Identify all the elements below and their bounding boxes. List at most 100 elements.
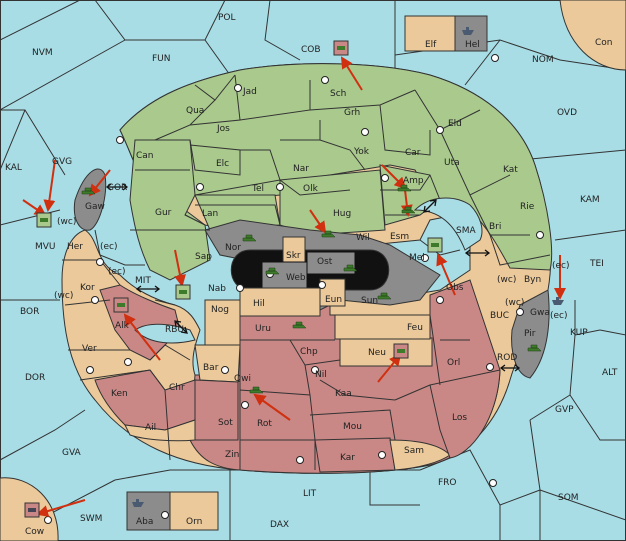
terr-label-feu: Feu — [407, 323, 423, 333]
island-label-cow: Cow — [25, 527, 44, 537]
sea-label-mit: MIT — [135, 276, 151, 286]
terr-label-ost: Ost — [317, 257, 333, 267]
terr-label-esm: Esm — [390, 232, 409, 242]
sea-label-mvu: MVU — [35, 242, 56, 252]
sea-label-ovd: OVD — [557, 108, 577, 118]
sea-label-rbu: RBU — [165, 325, 184, 335]
terr-label-eld: Eld — [448, 119, 462, 129]
terr-label-eun: Eun — [325, 295, 342, 305]
terr-label-qwi: Qwi — [234, 374, 251, 384]
terr-label-qua: Qua — [186, 106, 204, 116]
terr-label-amp: Amp — [403, 176, 424, 186]
terr-label-gur: Gur — [155, 208, 172, 218]
island-label-con: Con — [595, 38, 613, 48]
terr-label-yok: Yok — [353, 147, 370, 157]
sea-label-nom: NOM — [532, 55, 554, 65]
terr-label-alk: Alk — [115, 321, 130, 331]
terr-label-tel: Tel — [251, 184, 264, 194]
terr-label-grh: Grh — [344, 108, 360, 118]
terr-label-chr: Chr — [169, 383, 185, 393]
terr-label-nor: Nor — [225, 243, 241, 253]
terr-label-obs: Obs — [446, 283, 464, 293]
terr-label-nar: Nar — [293, 164, 309, 174]
terr-label-her: Her — [67, 242, 83, 252]
sea-label-gvg: GVG — [52, 157, 72, 167]
terr-label-nab: Nab — [208, 284, 226, 294]
terr-label-can: Can — [136, 151, 154, 161]
terr-label-car: Car — [405, 148, 421, 158]
sea-label-gor: GOR — [107, 183, 127, 193]
sea-label-alt: ALT — [602, 368, 618, 378]
terr-label-gaw: Gaw — [85, 202, 105, 212]
terr-label-nil: Nil — [315, 370, 327, 380]
con-island[interactable] — [559, 0, 626, 71]
terr-label-los: Los — [452, 413, 467, 423]
sea-label-gvp: GVP — [555, 405, 574, 415]
sea-label-fro: FRO — [438, 478, 457, 488]
supply-centers — [44, 54, 544, 524]
elf-island[interactable] — [404, 15, 456, 52]
terr-label-bri: Bri — [489, 222, 501, 232]
terr-label-ver: Ver — [82, 344, 97, 354]
terr-label-rie: Rie — [520, 202, 535, 212]
terr-label-mou: Mou — [343, 422, 362, 432]
terr-label-olk: Olk — [303, 184, 319, 194]
terr-label-ail: Ail — [145, 423, 156, 433]
terr-label-uru: Uru — [255, 324, 271, 334]
continent — [61, 63, 553, 474]
terr-label-hil: Hil — [253, 299, 265, 309]
sea-label-pol: POL — [218, 13, 236, 23]
terr-label-uta: Uta — [444, 158, 460, 168]
terr-label-sot: Sot — [218, 418, 233, 428]
sea-label-gva: GVA — [62, 448, 82, 458]
terr-label-bar: Bar — [203, 363, 219, 373]
passage-arrows — [105, 183, 521, 372]
sea-label-kal: KAL — [5, 163, 22, 173]
terr-label-rot: Rot — [257, 419, 272, 429]
terr-label-jad: Jad — [242, 87, 257, 97]
sea-label-sma: SMA — [456, 226, 476, 236]
terr-label-sap: Sap — [195, 252, 212, 262]
terr-label-gwa-wc: (wc) — [505, 298, 524, 308]
terr-label-zin: Zin — [225, 450, 239, 460]
terr-label-sch: Sch — [330, 89, 346, 99]
sea-label-som: SOM — [558, 493, 579, 503]
terr-label-hug: Hug — [333, 209, 351, 219]
terr-label-pir: Pir — [524, 329, 536, 339]
aba-island[interactable] — [126, 491, 171, 531]
island-label-orn: Orn — [186, 517, 202, 527]
terr-label-sun: Sun — [361, 296, 378, 306]
terr-label-skr: Skr — [286, 251, 301, 261]
terr-label-byn-wc: (wc) — [497, 275, 516, 285]
terr-label-orl: Orl — [447, 358, 460, 368]
terr-label-her-ec: (ec) — [100, 242, 118, 252]
island-label-hel: Hel — [465, 40, 480, 50]
units — [24, 27, 564, 518]
terr-label-jos: Jos — [216, 124, 230, 134]
terr-label-wil: Wil — [356, 233, 370, 243]
orn-island[interactable] — [169, 491, 219, 531]
sea-label-cob: COB — [301, 45, 321, 55]
terr-label-kor: Kor — [80, 283, 95, 293]
sea-label-kup: KUP — [570, 328, 588, 338]
terr-label-mel: Mel — [409, 253, 425, 263]
island-label-aba: Aba — [136, 517, 153, 527]
terr-label-nog: Nog — [211, 305, 229, 315]
sea-label-lit: LIT — [303, 489, 317, 499]
terr-label-kor-ec: (ec) — [108, 267, 126, 277]
terr-label-web: Web — [286, 273, 306, 283]
sea-label-nvm: NVM — [32, 48, 53, 58]
sea-label-dor: DOR — [25, 373, 45, 383]
sea-label-swm: SWM — [80, 514, 102, 524]
terr-label-kar: Kar — [340, 453, 355, 463]
terr-label-chp: Chp — [300, 347, 318, 357]
terr-label-gwa: Gwa — [530, 308, 550, 318]
terr-label-ken: Ken — [111, 389, 128, 399]
terr-label-lan: Lan — [202, 209, 218, 219]
terr-label-kor-wc: (wc) — [54, 291, 73, 301]
sea-label-mvu-wc: (wc) — [57, 217, 76, 227]
sea-label-kam: KAM — [580, 195, 600, 205]
terr-label-elc: Elc — [216, 159, 229, 169]
terr-label-kaa: Kaa — [335, 389, 352, 399]
